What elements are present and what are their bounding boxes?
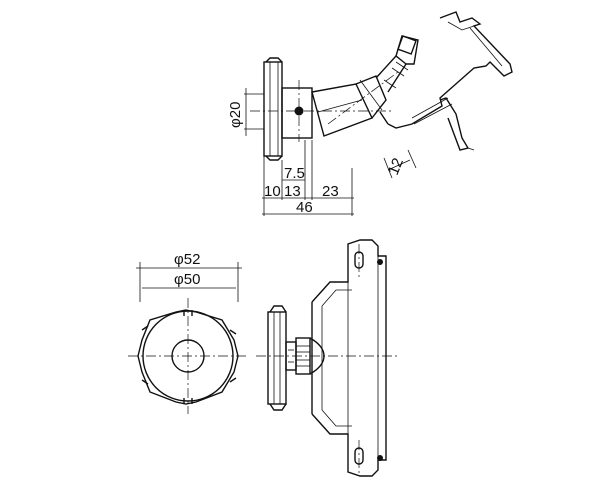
dim-7-5-label: 7.5 <box>284 165 305 182</box>
dim-13-label: 13 <box>284 183 301 200</box>
side-body <box>311 75 387 137</box>
dim-phi50: φ50 <box>142 271 236 289</box>
side-centerline-angled <box>327 71 399 125</box>
side-valve <box>375 35 419 93</box>
dim-23-label: 23 <box>322 183 339 200</box>
dim-12: 12 <box>383 149 417 179</box>
side-hub <box>281 87 313 139</box>
dim-phi52-label: φ52 <box>174 251 200 268</box>
side-handwheel <box>263 57 283 161</box>
dim-phi20-label: φ20 <box>227 102 244 128</box>
dim-row-10-13-23: 10 13 23 <box>262 183 354 200</box>
dim-46: 46 <box>262 199 354 216</box>
dim-phi50-label: φ50 <box>174 271 200 288</box>
top-bracket <box>311 239 387 477</box>
dim-phi52: φ52 <box>136 251 242 302</box>
side-view: φ20 7.5 10 13 23 46 12 <box>227 11 513 216</box>
dim-10-label: 10 <box>264 183 281 200</box>
front-view: φ52 φ50 <box>128 251 248 414</box>
dim-46-label: 46 <box>296 199 313 216</box>
top-handwheel <box>267 305 287 411</box>
top-view <box>256 239 398 477</box>
dim-7-5: 7.5 <box>282 165 305 182</box>
dim-phi20: φ20 <box>227 88 264 136</box>
dim-12-label: 12 <box>385 156 407 178</box>
side-bracket <box>379 11 513 151</box>
